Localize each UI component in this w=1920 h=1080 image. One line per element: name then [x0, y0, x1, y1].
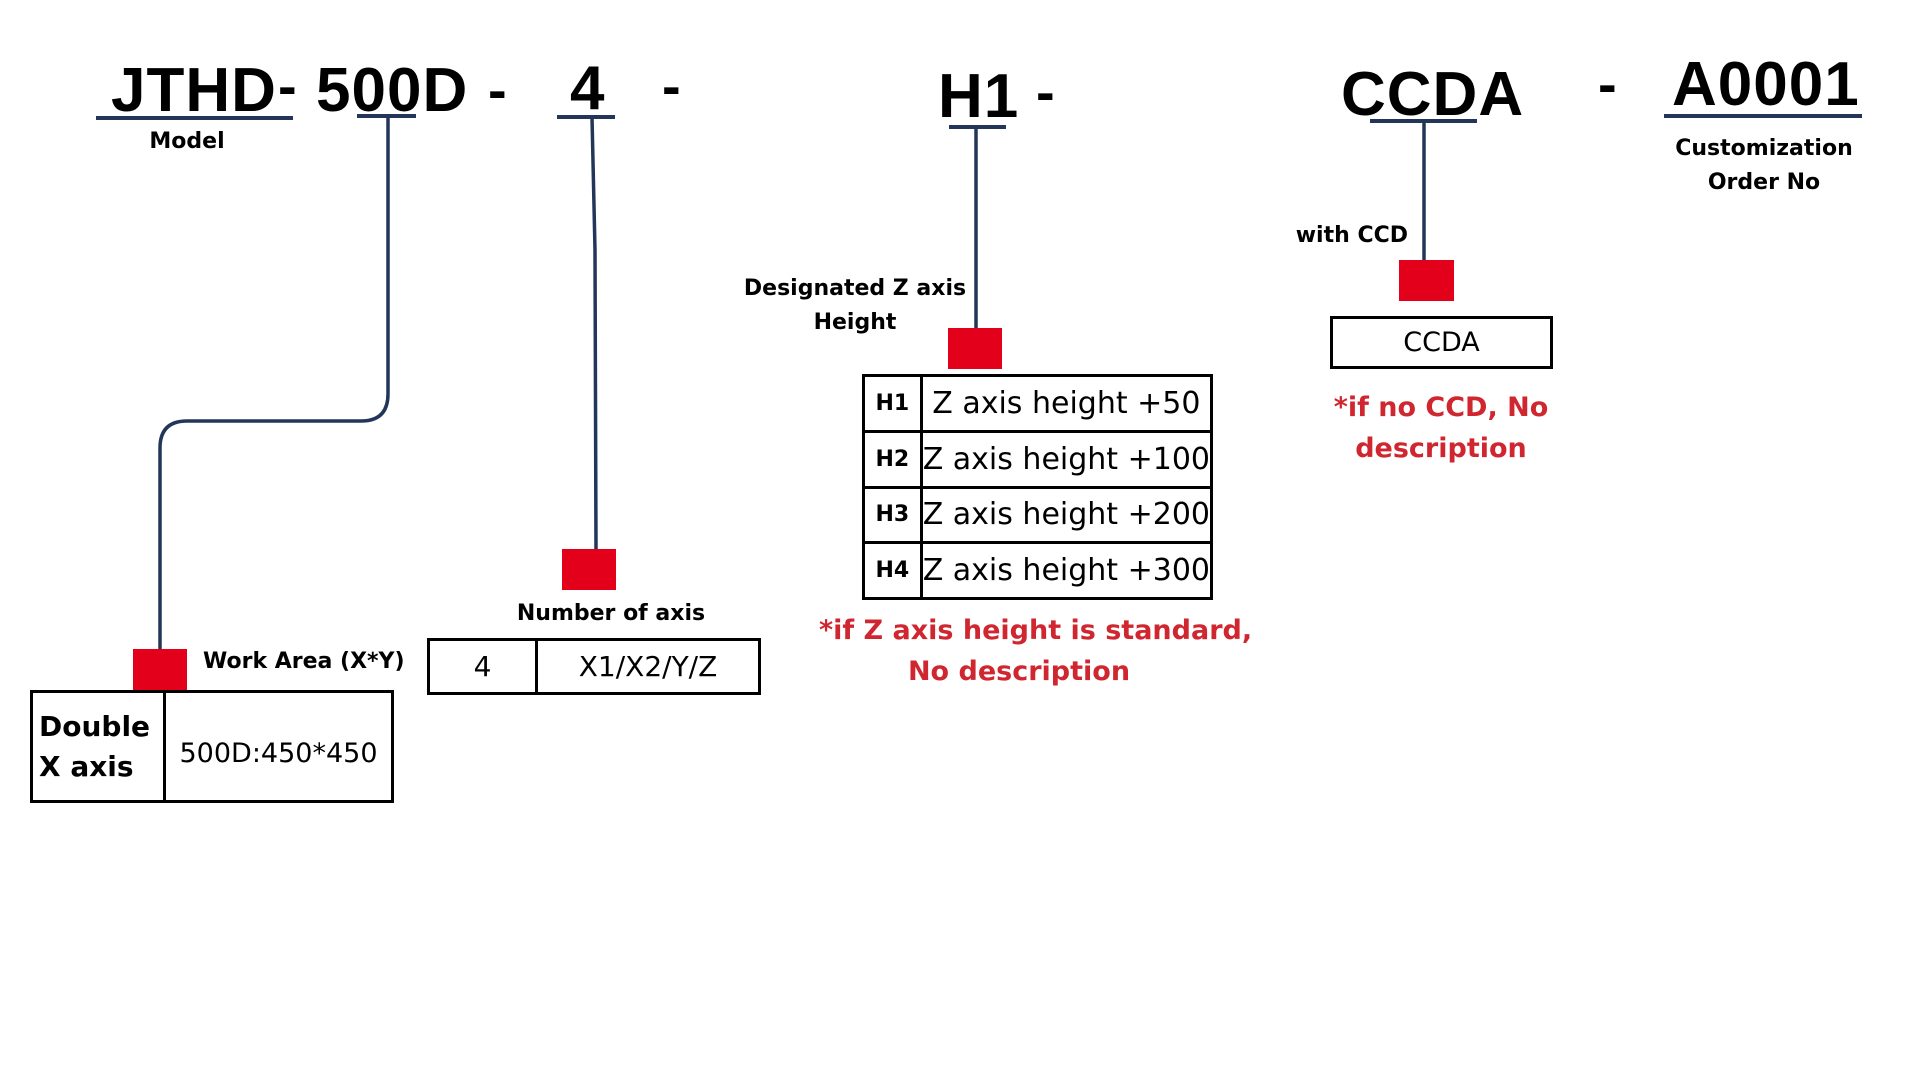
code-separator: -: [278, 54, 297, 117]
z-height-table: H1 Z axis height +50 H2 Z axis height +1…: [862, 374, 1214, 600]
ccd-note: *if no CCD, No description: [1291, 387, 1591, 469]
z-height-label: Designated Z axis Height: [740, 272, 970, 340]
axis-count-marker: [562, 549, 616, 590]
ccd-label: with CCD: [1295, 223, 1408, 248]
axis-count-connector: [590, 116, 598, 551]
work-area-marker: [133, 649, 187, 690]
ccd-box: CCDA: [1330, 316, 1553, 369]
z-height-note-line1: *if Z axis height is standard,: [819, 615, 1253, 646]
z-height-label-line2: Height: [813, 310, 897, 335]
axis-count-value: X1/X2/Y/Z: [535, 638, 761, 695]
z-height-desc: Z axis height +50: [919, 374, 1214, 433]
ccd-marker: [1399, 260, 1454, 301]
z-height-note-line2: No description: [907, 656, 1131, 687]
code-segment-axis-count: 4: [570, 54, 606, 123]
table-row: H2 Z axis height +100: [862, 429, 1214, 489]
work-area-label: Work Area (X*Y): [203, 649, 405, 674]
table-row: 4 X1/X2/Y/Z: [427, 638, 761, 695]
work-area-key-line1: Double: [39, 709, 151, 743]
z-height-desc: Z axis height +200: [919, 485, 1214, 545]
axis-count-table: 4 X1/X2/Y/Z: [427, 638, 761, 695]
order-no-label-line2: Order No: [1707, 170, 1821, 195]
code-segment-ccd: CCDA: [1341, 60, 1525, 129]
order-no-label: Customization Order No: [1664, 132, 1864, 200]
table-row: H3 Z axis height +200: [862, 485, 1214, 545]
work-area-connector: [158, 116, 390, 650]
z-height-code: H4: [862, 541, 923, 600]
axis-count-label: Number of axis: [516, 601, 706, 626]
table-row: H1 Z axis height +50: [862, 374, 1214, 433]
code-separator: -: [1598, 52, 1617, 115]
work-area-key-line2: X axis: [39, 749, 134, 783]
z-height-code: H3: [862, 485, 923, 545]
table-row: H4 Z axis height +300: [862, 541, 1214, 600]
code-segment-work-area: 500D: [316, 56, 469, 125]
table-row: Double X axis 500D:450*450: [30, 690, 394, 803]
code-separator: -: [662, 54, 681, 117]
work-area-table: Double X axis 500D:450*450: [30, 690, 394, 803]
code-segment-order-no: A0001: [1672, 50, 1860, 119]
z-height-desc: Z axis height +100: [919, 429, 1214, 489]
work-area-key: Double X axis: [30, 690, 166, 803]
z-height-code: H1: [862, 374, 923, 433]
order-no-label-line1: Customization: [1675, 136, 1853, 161]
ccd-note-line1: *if no CCD, No: [1333, 392, 1549, 423]
z-height-desc: Z axis height +300: [919, 541, 1214, 600]
axis-count-key: 4: [427, 638, 538, 695]
code-segment-model: JTHD: [111, 56, 277, 125]
work-area-value: 500D:450*450: [163, 690, 394, 803]
z-height-marker: [948, 328, 1002, 369]
model-label: Model: [149, 129, 225, 154]
z-height-label-line1: Designated Z axis: [743, 276, 967, 301]
z-height-note: *if Z axis height is standard, No descri…: [819, 610, 1253, 692]
code-separator: -: [488, 58, 507, 121]
code-separator: -: [1036, 60, 1055, 123]
z-height-code: H2: [862, 429, 923, 489]
ccd-note-line2: description: [1355, 433, 1527, 464]
code-segment-z-height: H1: [938, 62, 1020, 131]
